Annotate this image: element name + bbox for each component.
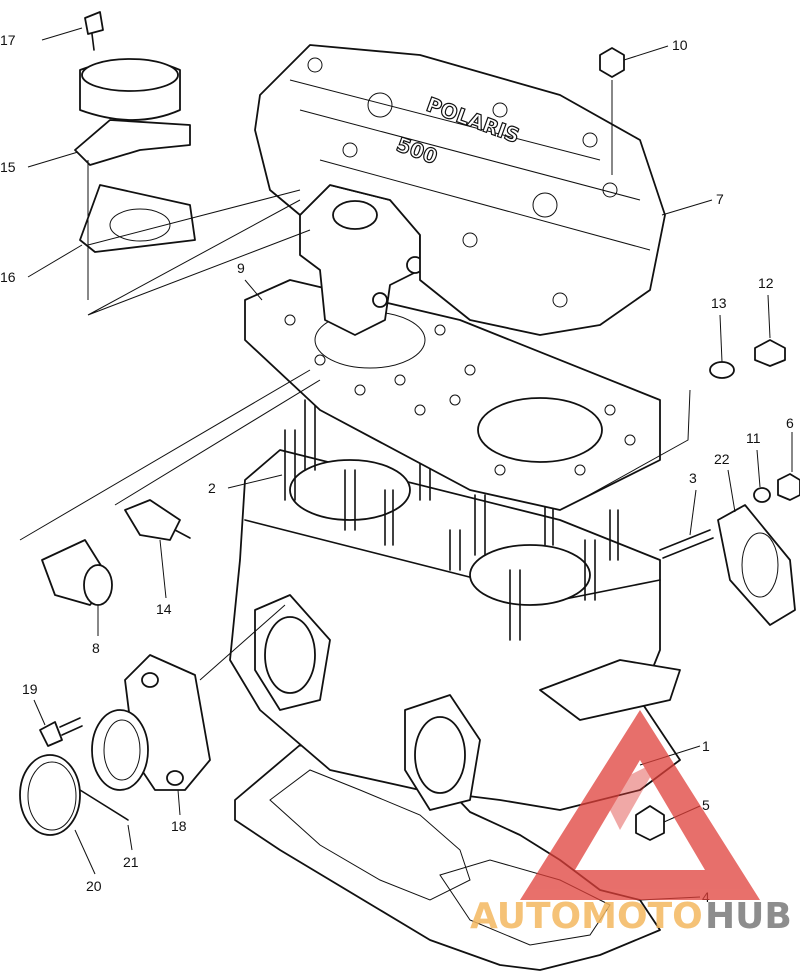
hose-clamp [19,754,81,836]
thermostat-gasket [79,184,196,253]
nut-10 [599,47,625,78]
callout-16: 16 [0,269,16,285]
watermark-text-automoto: AUTOMOTO [470,896,703,937]
callout-10: 10 [672,37,688,53]
callout-9: 9 [237,260,245,276]
callout-5: 5 [702,797,710,813]
bolt-12 [754,339,786,367]
callout-7: 7 [716,191,724,207]
intake-boot [91,709,149,791]
callout-3: 3 [689,470,697,486]
callout-1: 1 [702,738,710,754]
callout-18: 18 [171,818,187,834]
washer-13 [709,361,735,379]
callout-12: 12 [758,275,774,291]
washer-11 [753,487,771,503]
callout-19: 19 [22,681,38,697]
cylinder-head-cover [254,44,666,336]
callout-8: 8 [92,640,100,656]
nut-5 [635,805,665,841]
bolt-19 [39,721,63,747]
screw-21 [79,789,129,821]
watermark-logo [520,710,760,900]
callout-22: 22 [714,451,730,467]
thermostat-cover [74,119,191,166]
nut-6 [777,473,800,501]
watermark-triangle [520,710,760,900]
callout-leaders [27,27,793,901]
callout-21: 21 [123,854,139,870]
exhaust-gasket [717,504,796,626]
stud-3 [659,529,714,559]
watermark-text-hub: HUB [705,896,792,937]
callout-13: 13 [711,295,727,311]
temp-sensor [124,499,181,541]
callout-14: 14 [156,601,172,617]
callout-17: 17 [0,32,16,48]
callout-15: 15 [0,159,16,175]
callout-6: 6 [786,415,794,431]
callout-11: 11 [746,430,761,446]
callout-2: 2 [208,480,216,496]
callout-20: 20 [86,878,102,894]
